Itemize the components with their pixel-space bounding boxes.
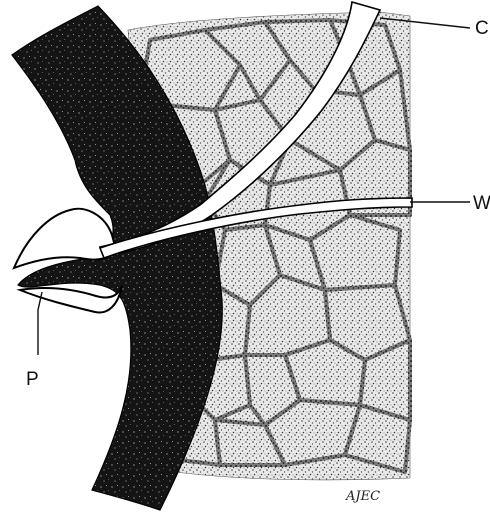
- label-c: C: [475, 18, 489, 39]
- leader-line-p: [38, 292, 42, 355]
- label-w: W: [473, 193, 490, 214]
- artist-signature: AJEC: [345, 489, 380, 504]
- label-p: P: [26, 369, 39, 390]
